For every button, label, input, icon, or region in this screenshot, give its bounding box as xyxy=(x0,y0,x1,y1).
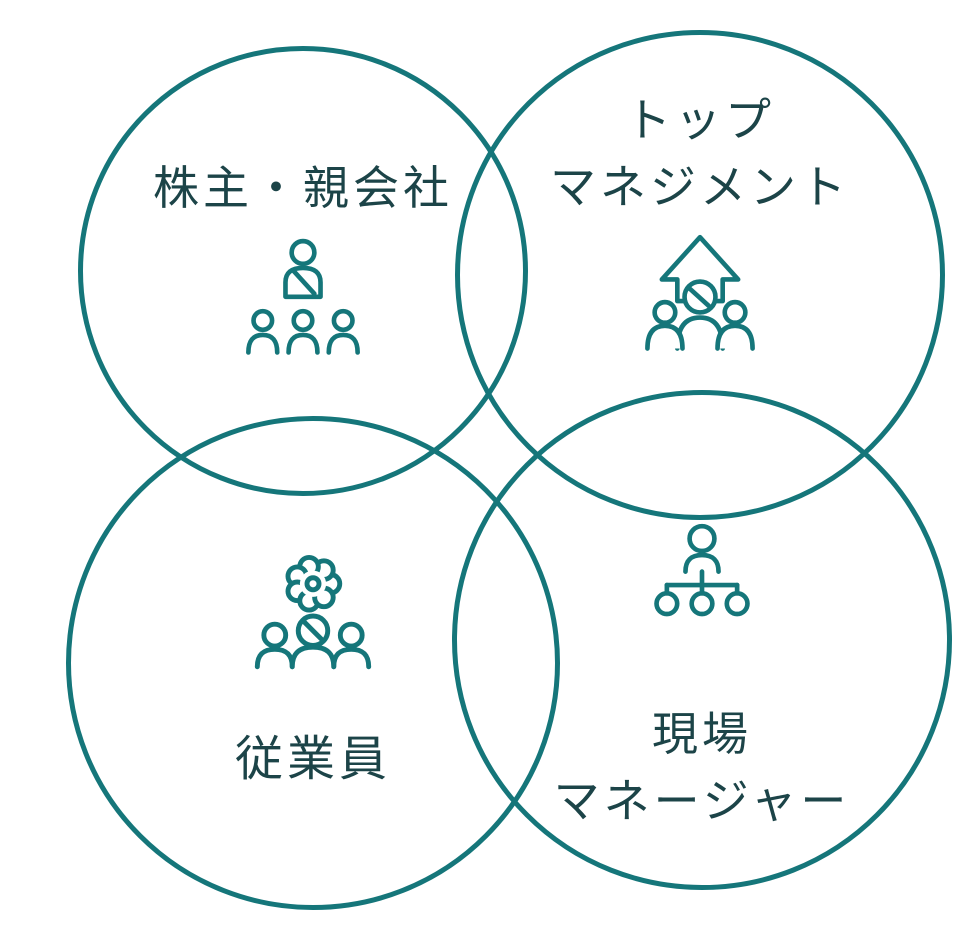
label-line: マネージャー xyxy=(553,773,851,828)
label-line: マネジメント xyxy=(550,159,850,214)
people-up-arrow-icon xyxy=(633,231,767,365)
circle-field-manager: 現場 マネージャー xyxy=(452,390,952,890)
label-shareholders: 株主・親会社 xyxy=(83,155,523,222)
label-field-manager: 現場 マネージャー xyxy=(457,701,947,834)
circle-employees: 従業員 xyxy=(66,416,560,910)
label-line: 従業員 xyxy=(234,731,391,787)
circle-top-management: トップ マネジメント xyxy=(455,30,945,520)
label-line: 株主・親会社 xyxy=(153,161,453,215)
label-top-management: トップ マネジメント xyxy=(460,87,940,220)
people-gear-icon xyxy=(242,551,384,682)
org-chart-icon xyxy=(640,521,764,645)
label-line: 現場 xyxy=(652,707,752,761)
label-line: トップ xyxy=(625,93,775,147)
label-employees: 従業員 xyxy=(71,725,555,795)
presenter-audience-icon xyxy=(236,237,370,361)
